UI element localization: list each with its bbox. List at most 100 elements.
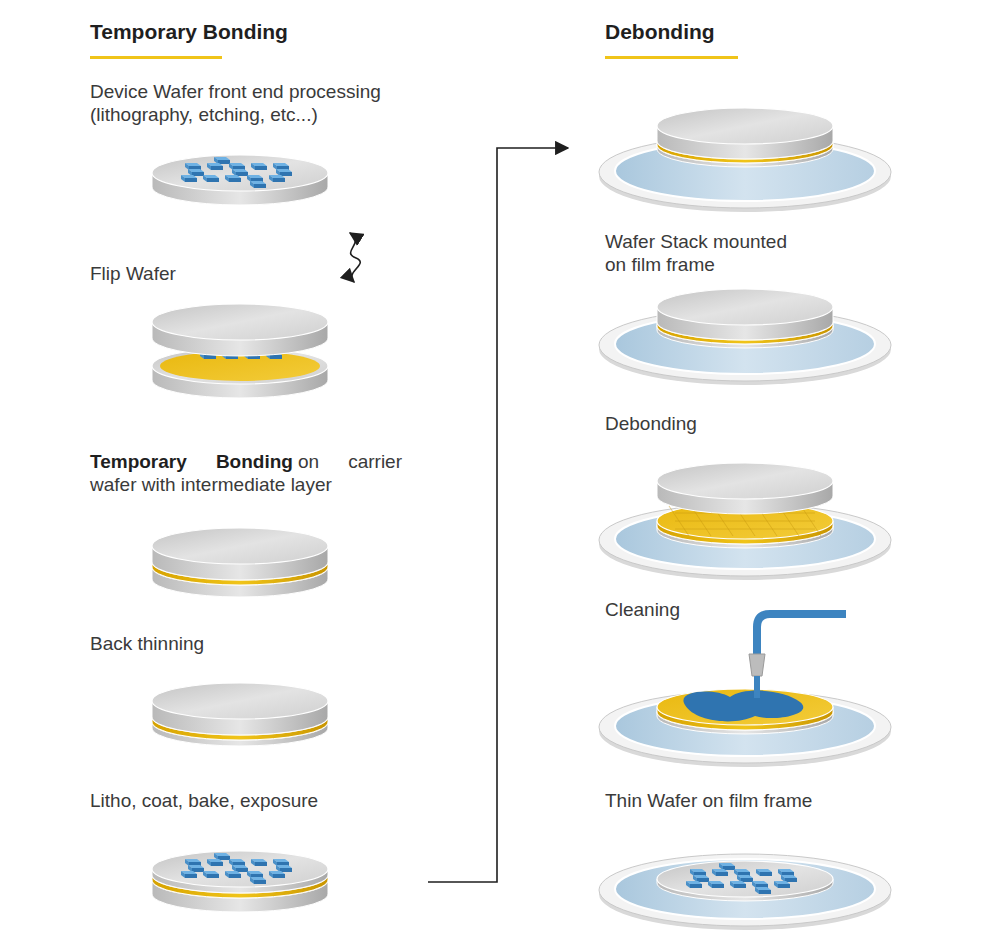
chip-side <box>273 874 285 878</box>
wafer <box>657 289 833 340</box>
chip-side <box>734 884 746 888</box>
bonding-layer <box>657 689 833 730</box>
step-label: Temporary Bondingon carrier wafer with i… <box>90 450 402 496</box>
chip-end <box>752 881 756 888</box>
flow-arrow <box>428 148 568 882</box>
grid-line <box>675 521 815 522</box>
chip <box>225 175 241 182</box>
chip-end <box>247 175 251 182</box>
chip <box>781 875 797 882</box>
chip-end <box>708 881 712 888</box>
film-frame <box>599 504 891 576</box>
chip-end <box>693 875 697 882</box>
wafer-top <box>152 155 328 191</box>
wafer-top <box>657 289 833 325</box>
chip-end <box>778 869 782 876</box>
chip <box>229 163 245 170</box>
chip <box>269 175 285 182</box>
chip-side <box>778 884 790 888</box>
nozzle <box>749 654 765 676</box>
chip-end <box>273 163 277 170</box>
chip <box>232 169 248 176</box>
chip <box>708 881 724 888</box>
chip-side <box>207 874 219 878</box>
chip-side <box>280 868 292 872</box>
chip-side <box>185 178 197 182</box>
chip-side <box>697 878 709 882</box>
chip <box>229 859 245 866</box>
chip-end <box>690 869 694 876</box>
chip-side <box>255 862 267 866</box>
chip <box>273 163 289 170</box>
step-label: Flip Wafer <box>90 262 176 285</box>
chip <box>756 869 772 876</box>
wafer-top <box>657 689 833 725</box>
chip-end <box>214 853 218 860</box>
heading-underline <box>605 56 738 59</box>
chip <box>690 869 706 876</box>
chip <box>181 175 197 182</box>
chip-side <box>254 880 266 884</box>
chip <box>203 871 219 878</box>
chip <box>730 881 746 888</box>
step-label-bold: Temporary Bonding <box>90 451 293 472</box>
film-frame <box>599 854 891 926</box>
chip <box>712 869 728 876</box>
chip-end <box>251 163 255 170</box>
chip <box>188 169 204 176</box>
chip-end <box>734 869 738 876</box>
chip <box>693 875 709 882</box>
chip-end <box>250 877 254 884</box>
chip-end <box>686 881 690 888</box>
spray <box>754 676 760 698</box>
column-heading: Temporary Bonding <box>90 20 288 43</box>
wafer <box>657 108 833 159</box>
chip <box>734 869 750 876</box>
step-label: Back thinning <box>90 632 204 655</box>
chip-end <box>247 871 251 878</box>
chip-end <box>719 863 723 870</box>
chip <box>276 865 292 872</box>
chip <box>214 853 230 860</box>
chip <box>719 863 735 870</box>
chip-end <box>185 859 189 866</box>
chip-end <box>207 163 211 170</box>
chip-side <box>229 874 241 878</box>
film-frame <box>599 691 891 763</box>
wafer <box>152 683 328 735</box>
chip-side <box>236 868 248 872</box>
chip-side <box>218 856 230 860</box>
chip-end <box>276 169 280 176</box>
wafer-top <box>152 851 328 887</box>
step-label: Cleaning <box>605 598 680 621</box>
chip-end <box>269 871 273 878</box>
chip-end <box>232 169 236 176</box>
flip-arrow <box>350 233 360 282</box>
chip <box>752 881 768 888</box>
chip <box>185 859 201 866</box>
step-label: Device Wafer front end processing (litho… <box>90 80 410 126</box>
chip <box>250 877 266 884</box>
chip <box>276 169 292 176</box>
chip-side <box>270 355 282 359</box>
wafer-top <box>152 304 328 340</box>
chip-end <box>737 875 741 882</box>
chip <box>247 175 263 182</box>
chip <box>774 881 790 888</box>
chip <box>686 881 702 888</box>
wafer <box>152 304 328 356</box>
chip <box>251 163 267 170</box>
chip-side <box>218 160 230 164</box>
chip <box>185 163 201 170</box>
chip-side <box>254 184 266 188</box>
step-label: Wafer Stack mounted on film frame <box>605 230 805 276</box>
chip-end <box>225 175 229 182</box>
wafer-top <box>657 861 833 897</box>
chip-side <box>192 172 204 176</box>
chip-side <box>760 872 772 876</box>
nozzle-pipe <box>757 614 846 654</box>
chip-end <box>203 871 207 878</box>
chip-side <box>185 874 197 878</box>
wafer <box>152 528 328 580</box>
